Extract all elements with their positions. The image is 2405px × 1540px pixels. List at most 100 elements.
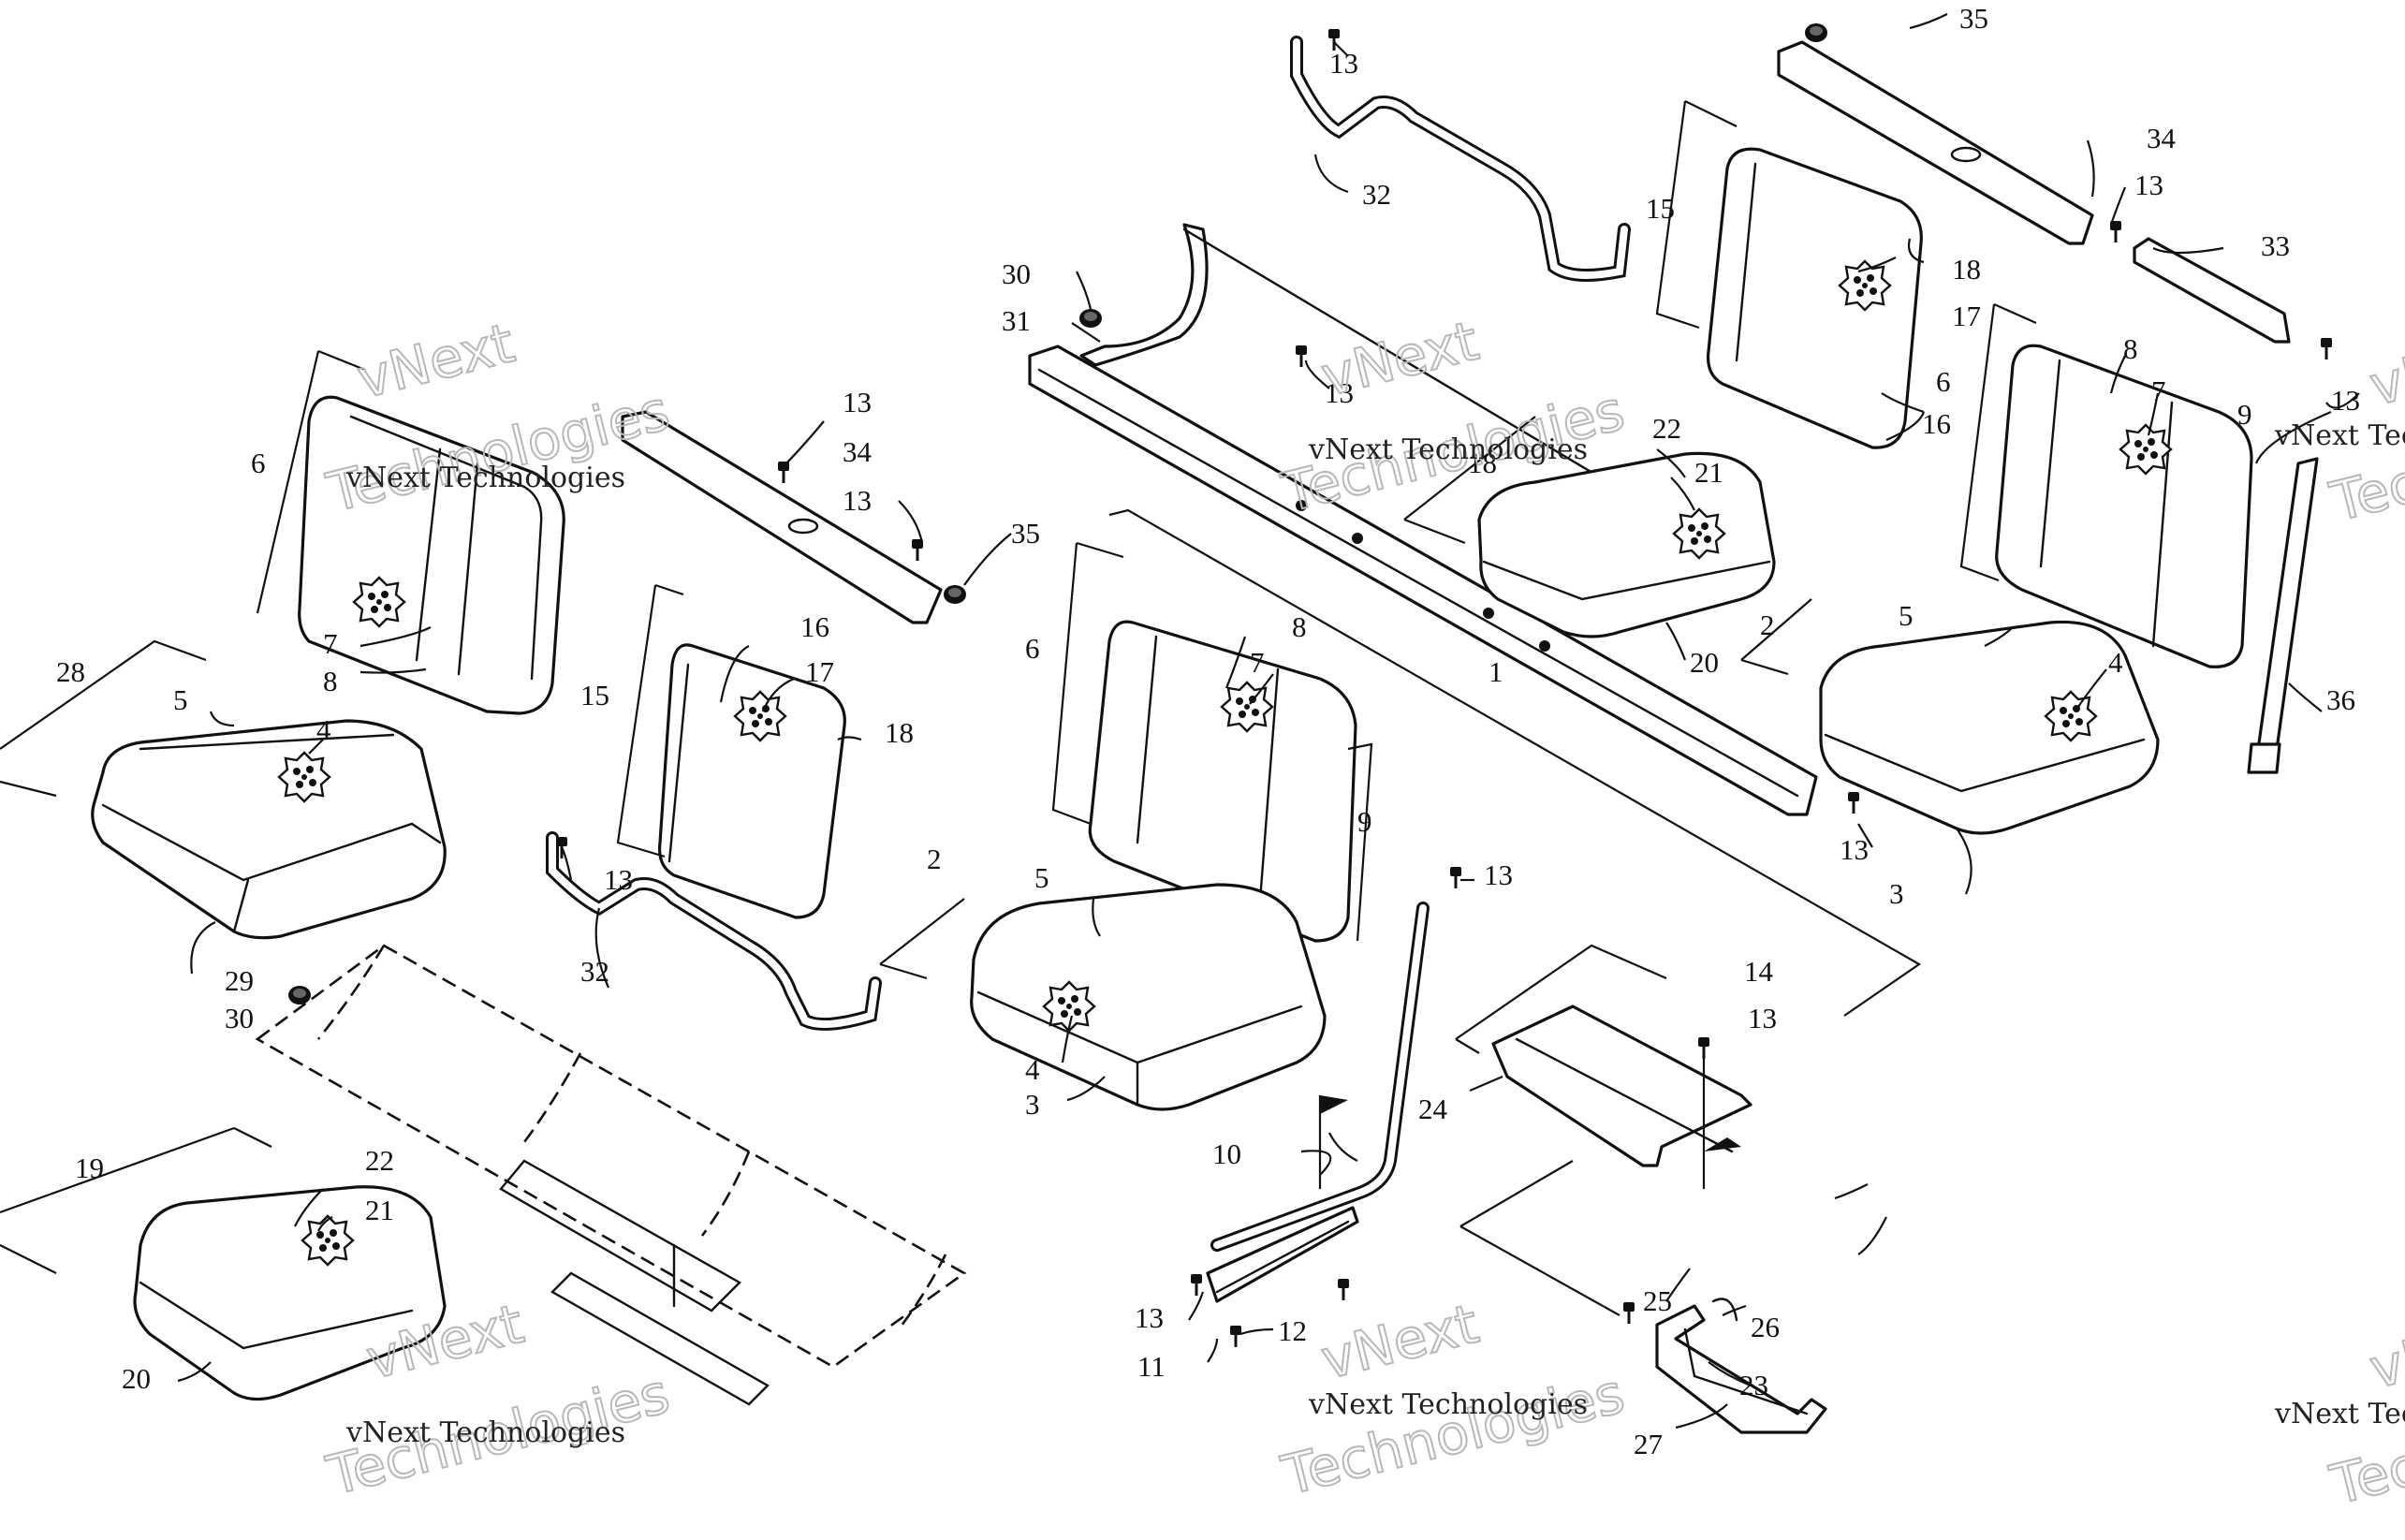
callout-30-center: 30 — [1002, 257, 1031, 290]
callout-20-left: 20 — [122, 1362, 151, 1395]
callout-26: 26 — [1751, 1311, 1780, 1343]
callout-20-center: 20 — [1690, 646, 1719, 679]
callout-18-left: 18 — [885, 716, 914, 749]
callout-9-center: 9 — [1357, 805, 1372, 838]
seat-frame-dashed — [255, 944, 967, 1406]
callout-13-k: 13 — [2331, 384, 2360, 417]
emblem-part-7-center — [1220, 681, 1274, 733]
center-seat-group — [970, 27, 1827, 1434]
svg-text:vNext: vNext — [1315, 1292, 1485, 1392]
callout-31: 31 — [1002, 304, 1031, 337]
watermark-bottom-right: vNext Technologies — [2324, 1300, 2405, 1518]
callout-35-right: 35 — [1959, 2, 1988, 35]
seat-cushion-part-20-left — [133, 1185, 447, 1401]
callout-19: 19 — [75, 1151, 104, 1184]
seat-cushion-part-29-left — [91, 719, 447, 940]
callout-24: 24 — [1418, 1093, 1448, 1125]
svg-text:vNext: vNext — [351, 311, 521, 411]
backrest-part-15-left — [657, 643, 846, 919]
callout-13-g: 13 — [1484, 858, 1513, 891]
callout-33: 33 — [2261, 229, 2290, 262]
backrest-part-15-right — [1706, 147, 1923, 449]
callout-30-left: 30 — [225, 1002, 254, 1034]
callout-5-center: 5 — [1034, 861, 1049, 894]
callout-6-center: 6 — [1025, 632, 1040, 665]
callout-13-c: 13 — [604, 863, 633, 896]
backrest-part-6-center — [1088, 620, 1357, 943]
callout-22-left: 22 — [365, 1144, 394, 1177]
callout-10: 10 — [1212, 1137, 1241, 1170]
handle-part-32-left — [546, 831, 882, 1031]
callout-13-a: 13 — [843, 386, 872, 418]
assembly-bracket-lines — [0, 100, 2037, 1316]
callout-34-left: 34 — [843, 435, 873, 468]
callout-6-left: 6 — [251, 447, 266, 479]
callout-4-right: 4 — [2108, 646, 2123, 679]
callout-1: 1 — [1488, 655, 1503, 688]
callout-2-center: 2 — [927, 843, 942, 875]
bracket-part-33 — [2133, 237, 2291, 344]
callout-5-right: 5 — [1899, 599, 1914, 632]
callout-3-right: 3 — [1889, 877, 1904, 910]
emblem-part-21-center — [1672, 507, 1726, 560]
seat-cushion-part-3-right — [1819, 620, 2160, 835]
handle-part-32-top — [1290, 36, 1631, 282]
watermark-bottom-center: vNext Technologies — [1275, 1291, 1632, 1509]
emblem-part-7-right — [2119, 423, 2173, 476]
callout-labels: 1 2 2 3 3 4 4 4 5 5 5 6 6 6 7 7 7 8 8 8 … — [56, 2, 2360, 1460]
callout-4-left: 4 — [316, 713, 331, 746]
bolt-part-13-center-d — [1696, 1035, 1711, 1061]
callout-5-left: 5 — [173, 683, 188, 716]
callout-13-d: 13 — [1329, 47, 1358, 80]
callout-32-top: 32 — [1362, 178, 1391, 211]
rail-part-34-left — [621, 410, 966, 624]
backrest-part-6-right — [1995, 344, 2253, 668]
watermark-text-top-left: vNext Technologies — [345, 462, 625, 494]
callout-13-j: 13 — [2134, 169, 2163, 201]
emblem-part-21-left — [301, 1214, 355, 1267]
callout-23: 23 — [1739, 1369, 1768, 1401]
support-bar-part-10 — [1206, 902, 1430, 1303]
callout-21-left: 21 — [365, 1194, 394, 1226]
bolt-part-25 — [1621, 1300, 1636, 1326]
callout-13-e: 13 — [1325, 376, 1354, 409]
callout-27: 27 — [1634, 1428, 1663, 1460]
emblem-part-7-left — [352, 576, 406, 628]
callout-36: 36 — [2326, 683, 2355, 716]
callout-18-right: 18 — [1952, 253, 1981, 286]
watermark-text-top-right: vNext Technologies — [2274, 419, 2405, 452]
emblem-part-4-right — [2044, 690, 2098, 742]
support-bar-part-36 — [2247, 457, 2319, 774]
nut-part-35-right — [1805, 23, 1827, 42]
callout-13-f: 13 — [1840, 833, 1869, 866]
left-seat-group — [91, 395, 967, 1406]
svg-text:vNext: vNext — [2364, 318, 2405, 418]
callout-13-i: 13 — [1748, 1002, 1777, 1034]
bracket-part-27 — [1655, 1304, 1827, 1434]
bolt-part-13-center-c — [1294, 344, 1309, 369]
bolt-part-13-center-b — [1448, 865, 1463, 890]
callout-12: 12 — [1278, 1314, 1307, 1347]
bolt-part-13-center-a — [1189, 1272, 1204, 1298]
callout-22-center: 22 — [1652, 412, 1681, 445]
callout-14: 14 — [1744, 955, 1774, 988]
callout-28: 28 — [56, 655, 85, 688]
callout-3-center: 3 — [1025, 1088, 1040, 1121]
callout-32-left: 32 — [580, 955, 609, 988]
bolt-part-13-right-c — [1846, 790, 1861, 815]
bolt-part-13-right-b — [2319, 336, 2334, 361]
callout-2-right: 2 — [1760, 609, 1775, 641]
callout-35-left: 35 — [1011, 517, 1040, 550]
seat-cushion-part-20-center — [1477, 451, 1776, 638]
callout-7-right: 7 — [2151, 374, 2166, 407]
callout-15-right: 15 — [1646, 192, 1675, 225]
bracket-part-24 — [1491, 1005, 1752, 1189]
watermark-text-bottom-center: vNext Technologies — [1308, 1388, 1588, 1421]
callout-13-b: 13 — [843, 484, 872, 517]
callout-13-h: 13 — [1135, 1301, 1164, 1334]
bolt-part-12-b — [1228, 1324, 1243, 1349]
callout-16-left: 16 — [800, 610, 829, 643]
leader-lines — [177, 13, 2360, 1430]
callout-7-left: 7 — [323, 627, 338, 660]
